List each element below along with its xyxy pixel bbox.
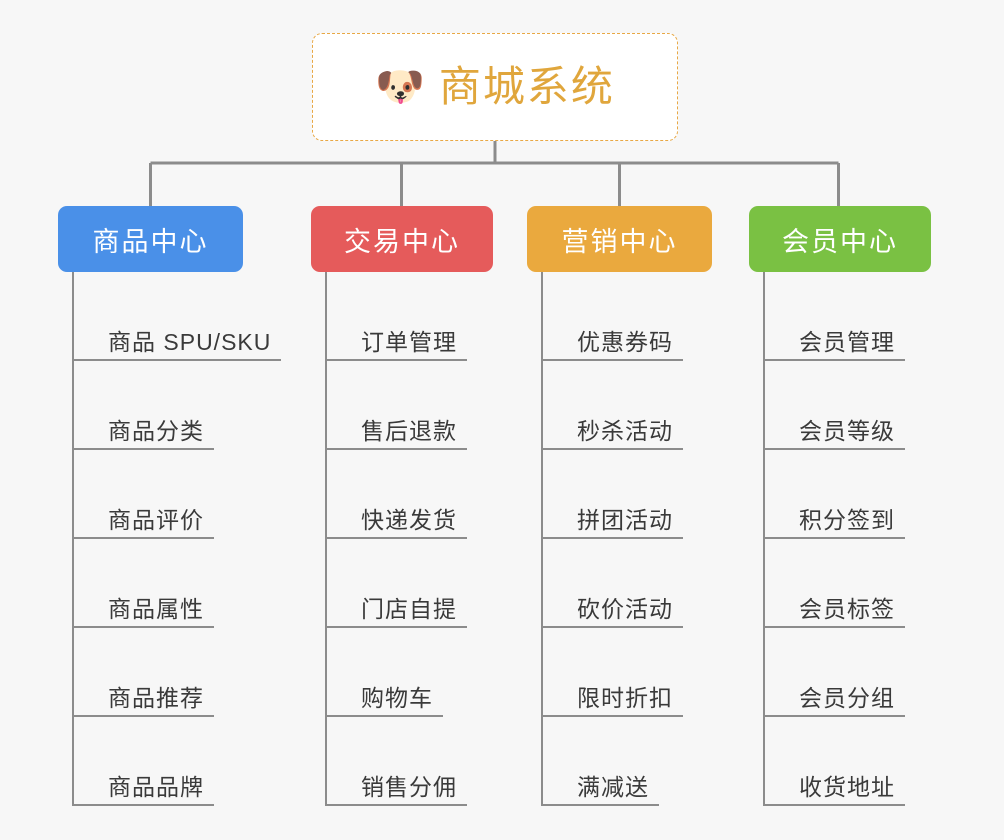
category-header-product[interactable]: 商品中心 — [58, 206, 243, 272]
leaf-label: 限时折扣 — [543, 685, 683, 717]
list-item[interactable]: 销售分佣 — [327, 717, 467, 806]
list-item[interactable]: 商品推荐 — [74, 628, 281, 717]
category-header-marketing[interactable]: 营销中心 — [527, 206, 712, 272]
list-item[interactable]: 商品分类 — [74, 361, 281, 450]
list-item[interactable]: 砍价活动 — [543, 539, 683, 628]
list-item[interactable]: 收货地址 — [765, 717, 905, 806]
leaf-label: 满减送 — [543, 774, 659, 806]
root-title: 商城系统 — [438, 63, 615, 110]
leaf-label: 订单管理 — [327, 329, 467, 361]
category-header-label: 交易中心 — [344, 226, 460, 257]
leaf-label: 销售分佣 — [327, 774, 467, 806]
list-item[interactable]: 商品属性 — [74, 539, 281, 628]
list-item[interactable]: 门店自提 — [327, 539, 467, 628]
leaf-label: 收货地址 — [765, 774, 905, 806]
category-header-label: 商品中心 — [92, 226, 209, 257]
category-header-trade[interactable]: 交易中心 — [311, 206, 493, 272]
leaf-label: 会员标签 — [765, 596, 905, 628]
list-item[interactable]: 拼团活动 — [543, 450, 683, 539]
list-item[interactable]: 优惠券码 — [543, 272, 683, 361]
list-item[interactable]: 售后退款 — [327, 361, 467, 450]
leaf-list-product: 商品 SPU/SKU 商品分类 商品评价 商品属性 商品推荐 商品品牌 — [72, 272, 282, 806]
dog-face-icon: 🐶 — [375, 65, 425, 109]
category-header-label: 营销中心 — [561, 226, 678, 257]
list-item[interactable]: 满减送 — [543, 717, 683, 806]
leaf-label: 会员管理 — [765, 329, 905, 361]
leaf-list-member: 会员管理 会员等级 积分签到 会员标签 会员分组 收货地址 — [763, 272, 905, 806]
leaf-label: 商品 SPU/SKU — [74, 329, 282, 361]
leaf-label: 砍价活动 — [543, 596, 683, 628]
leaf-label: 商品推荐 — [74, 685, 214, 717]
leaf-label: 优惠券码 — [543, 329, 683, 361]
list-item[interactable]: 积分签到 — [765, 450, 905, 539]
leaf-label: 秒杀活动 — [543, 418, 683, 450]
list-item[interactable]: 会员管理 — [765, 272, 905, 361]
leaf-list-marketing: 优惠券码 秒杀活动 拼团活动 砍价活动 限时折扣 满减送 — [541, 272, 683, 806]
leaf-label: 积分签到 — [765, 507, 905, 539]
root-node[interactable]: 🐶 商城系统 — [312, 33, 678, 141]
leaf-label: 快递发货 — [327, 507, 467, 539]
list-item[interactable]: 商品 SPU/SKU — [74, 272, 282, 361]
list-item[interactable]: 会员等级 — [765, 361, 905, 450]
leaf-label: 商品分类 — [74, 418, 214, 450]
leaf-label: 拼团活动 — [543, 507, 683, 539]
leaf-label: 购物车 — [327, 685, 443, 717]
list-item[interactable]: 限时折扣 — [543, 628, 683, 717]
list-item[interactable]: 会员标签 — [765, 539, 905, 628]
list-item[interactable]: 会员分组 — [765, 628, 905, 717]
category-header-label: 会员中心 — [782, 226, 898, 257]
list-item[interactable]: 商品品牌 — [74, 717, 281, 806]
leaf-label: 商品品牌 — [74, 774, 214, 806]
leaf-label: 会员等级 — [765, 418, 905, 450]
list-item[interactable]: 秒杀活动 — [543, 361, 683, 450]
leaf-label: 售后退款 — [327, 418, 467, 450]
leaf-label: 商品评价 — [74, 507, 214, 539]
leaf-label: 会员分组 — [765, 685, 905, 717]
list-item[interactable]: 购物车 — [327, 628, 467, 717]
leaf-label: 门店自提 — [327, 596, 467, 628]
list-item[interactable]: 商品评价 — [74, 450, 281, 539]
category-header-member[interactable]: 会员中心 — [749, 206, 931, 272]
list-item[interactable]: 订单管理 — [327, 272, 467, 361]
leaf-list-trade: 订单管理 售后退款 快递发货 门店自提 购物车 销售分佣 — [325, 272, 467, 806]
leaf-label: 商品属性 — [74, 596, 214, 628]
list-item[interactable]: 快递发货 — [327, 450, 467, 539]
